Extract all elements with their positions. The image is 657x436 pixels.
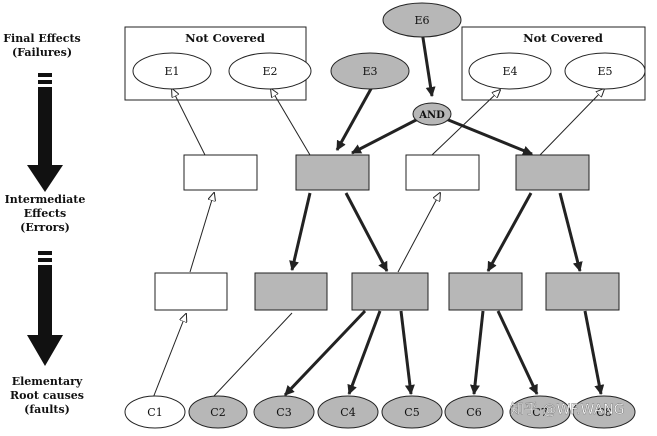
intermediate-box-3 bbox=[405, 154, 480, 191]
line-c2-to-box bbox=[213, 312, 293, 397]
not-covered-label-left: Not Covered bbox=[185, 31, 265, 45]
failure-e1 bbox=[132, 52, 212, 90]
arrow-box-to-box-3 bbox=[344, 192, 389, 272]
not-covered-group-right bbox=[461, 26, 646, 101]
watermark: 知乎 @WF.WANG bbox=[510, 401, 625, 418]
arrow-box-to-e2 bbox=[271, 89, 311, 156]
cause-c5-label: C5 bbox=[404, 406, 419, 419]
level-elementary-line-2: Root causes bbox=[10, 389, 84, 402]
bold-arrows bbox=[283, 24, 605, 397]
failure-e1-label: E1 bbox=[164, 65, 179, 78]
intermediate-box-6 bbox=[254, 272, 328, 311]
cause-c2 bbox=[188, 395, 248, 429]
failure-e3-label: E3 bbox=[362, 65, 377, 78]
arrow-box-to-c5 bbox=[399, 310, 415, 395]
arrow-box-to-box-4 bbox=[486, 192, 533, 272]
level-intermediate-line-2: Effects bbox=[24, 207, 66, 220]
arrow-and-to-box-left bbox=[351, 117, 419, 155]
failure-e5 bbox=[564, 52, 646, 90]
and-gate-label: AND bbox=[418, 110, 445, 121]
level-label-intermediate: Intermediate Effects (Errors) bbox=[5, 193, 86, 234]
intermediate-box-8 bbox=[448, 272, 523, 311]
arrow-box-to-box bbox=[189, 193, 214, 273]
arrow-box-to-e1 bbox=[172, 89, 206, 156]
intermediate-box-5 bbox=[154, 272, 228, 311]
cause-c7-label: C7 bbox=[532, 406, 547, 419]
failure-e2 bbox=[228, 52, 312, 90]
cause-c1 bbox=[124, 395, 186, 429]
level-intermediate-line-1: Intermediate bbox=[5, 193, 86, 206]
failure-e4-label: E4 bbox=[502, 65, 517, 78]
failure-e6 bbox=[382, 2, 462, 38]
arrow-box-to-box-2 bbox=[289, 192, 312, 271]
cause-c4-label: C4 bbox=[340, 406, 355, 419]
cause-c6 bbox=[444, 395, 504, 429]
level-final-line-2: (Failures) bbox=[12, 46, 72, 59]
failure-e5-label: E5 bbox=[597, 65, 612, 78]
level-arrow-lower bbox=[27, 251, 63, 366]
intermediate-box-1 bbox=[183, 154, 258, 191]
arrow-box-to-c3 bbox=[283, 309, 367, 397]
cause-c1-label: C1 bbox=[147, 406, 162, 419]
cause-c5 bbox=[381, 395, 443, 429]
cause-c6-label: C6 bbox=[466, 406, 481, 419]
arrow-box-to-c8 bbox=[583, 310, 605, 395]
not-covered-label-right: Not Covered bbox=[523, 31, 603, 45]
arrow-box-to-e5 bbox=[539, 89, 604, 156]
thin-arrows bbox=[152, 89, 604, 399]
arrow-box-to-c4 bbox=[347, 310, 382, 395]
and-gate bbox=[412, 102, 452, 126]
arrow-box-to-c6 bbox=[469, 310, 485, 395]
intermediate-box-9 bbox=[545, 272, 620, 311]
failure-e4 bbox=[468, 52, 552, 90]
level-final-line-1: Final Effects bbox=[3, 32, 81, 45]
cause-c4 bbox=[317, 395, 379, 429]
intermediate-box-4 bbox=[515, 154, 590, 191]
cause-c7 bbox=[509, 395, 571, 429]
arrow-box-to-e3 bbox=[335, 86, 374, 151]
level-label-elementary: Elementary Root causes (faults) bbox=[10, 375, 84, 416]
cause-c8-label: C8 bbox=[596, 406, 611, 419]
failure-e2-label: E2 bbox=[262, 65, 277, 78]
level-elementary-line-1: Elementary bbox=[12, 375, 83, 388]
level-intermediate-line-3: (Errors) bbox=[20, 221, 70, 234]
arrow-c1-to-box bbox=[152, 314, 186, 399]
failure-e3 bbox=[330, 52, 410, 90]
failure-e6-label: E6 bbox=[414, 14, 429, 27]
arrow-box-to-box-mid bbox=[397, 193, 440, 273]
arrow-box-to-e4 bbox=[431, 90, 500, 156]
level-elementary-line-3: (faults) bbox=[24, 403, 70, 416]
level-arrow-upper bbox=[27, 73, 63, 192]
cause-c3-label: C3 bbox=[276, 406, 291, 419]
intermediate-box-7 bbox=[351, 272, 429, 311]
arrow-and-to-box-right bbox=[445, 117, 533, 156]
arrow-box-to-c7 bbox=[496, 310, 539, 395]
cause-c3 bbox=[253, 395, 315, 429]
level-label-final: Final Effects (Failures) bbox=[3, 32, 81, 59]
cause-c2-label: C2 bbox=[210, 406, 225, 419]
intermediate-box-2 bbox=[295, 154, 370, 191]
cause-c8 bbox=[572, 395, 636, 429]
arrow-box-to-box-5 bbox=[558, 192, 583, 272]
